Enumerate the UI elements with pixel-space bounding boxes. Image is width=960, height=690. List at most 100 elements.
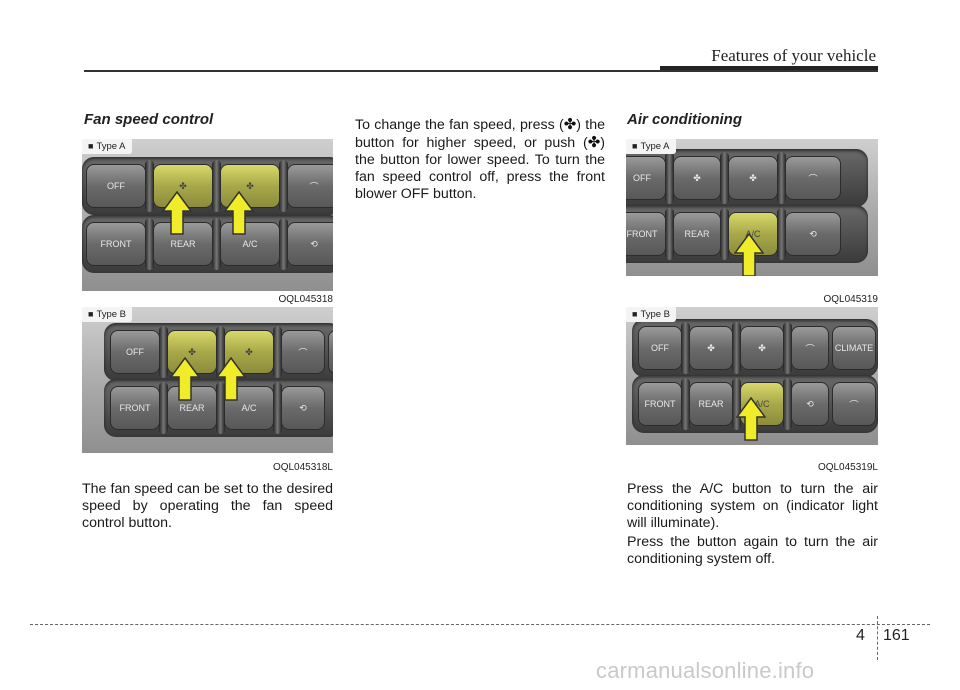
fan-icon: ✤ — [758, 342, 766, 353]
button-separator — [777, 208, 786, 260]
button-separator — [720, 208, 729, 260]
defrost-icon-button: ⌒ — [287, 164, 333, 208]
control-row-bottom: FRONT REAR A/C ⟲ — [82, 215, 333, 273]
fan-low-button: ✤ — [689, 326, 733, 370]
type-b-label: Type B — [96, 309, 127, 320]
type-b-tag: ■Type B — [626, 307, 677, 322]
up-arrow-icon — [224, 191, 254, 235]
fan-icon: ✤ — [563, 116, 577, 133]
figure-code: OQL045319 — [823, 294, 879, 305]
climate-button: CLIMATE — [328, 330, 333, 374]
recirc-button: ⟲ — [281, 386, 325, 430]
watermark: carmanualsonline.info — [596, 658, 815, 683]
fan-speed-instructions: To change the fan speed, press (✤) the b… — [355, 116, 605, 203]
vent-mode-icon: ⌒ — [298, 347, 308, 358]
button-separator — [279, 218, 288, 270]
control-row-top: OFF ✤ ✤ ⌒ CLIMATE — [632, 319, 878, 377]
front-defrost-button: FRONT — [110, 386, 160, 430]
button-separator — [212, 160, 221, 212]
header-rule — [84, 70, 878, 72]
recirc-button: ⟲ — [791, 382, 829, 426]
air-conditioning-title: Air conditioning — [627, 111, 742, 128]
fan-high-button: ✤ — [740, 326, 784, 370]
button-separator — [216, 382, 225, 434]
instruction-part-1: To change the fan speed, press ( — [355, 117, 564, 133]
control-row-top: OFF ✤ ✤ ⌒ CLIMATE — [104, 323, 333, 381]
recirc-button: ⟲ — [785, 212, 841, 256]
rear-defrost-label: REAR — [170, 239, 196, 249]
button-separator — [732, 322, 741, 374]
fan-low-button: ✤ — [673, 156, 721, 200]
defrost-icon-button: ⌒ — [785, 156, 841, 200]
fan-high-button: ✤ — [728, 156, 778, 200]
fan-icon: ✤ — [179, 180, 187, 191]
fan-figure-type-b: OFF ✤ ✤ ⌒ CLIMATE FRONT REAR A/C ⟲ ■Type… — [82, 307, 333, 453]
button-separator — [777, 152, 786, 204]
ac-button: A/C — [220, 222, 280, 266]
climate-label: CLIMATE — [834, 343, 874, 353]
figure-code: OQL045318 — [278, 294, 334, 305]
control-row-top: OFF ✤ ✤ ⌒ — [626, 149, 868, 207]
vent-mode-icon: ⌒ — [849, 399, 859, 410]
front-defrost-label: FRONT — [626, 229, 658, 239]
up-arrow-icon — [216, 357, 246, 401]
up-arrow-icon — [162, 191, 192, 235]
figure-code: OQL045318L — [272, 462, 333, 473]
button-separator — [145, 160, 154, 212]
rear-defrost-label: REAR — [698, 399, 724, 409]
fan-speed-title: Fan speed control — [84, 111, 214, 128]
fan-high-button: ✤ — [220, 164, 280, 208]
ac-figure-type-a: OFF ✤ ✤ ⌒ FRONT REAR A/C ⟲ ■Type A — [626, 139, 878, 276]
vent-mode-icon: ⌒ — [309, 181, 319, 192]
figure-code: OQL045319L — [817, 462, 878, 473]
running-header-title: Features of your vehicle — [711, 46, 876, 65]
header-rule-thick — [660, 66, 878, 72]
control-row-top: OFF ✤ ✤ ⌒ — [82, 157, 333, 215]
rear-defrost-label: REAR — [179, 403, 205, 413]
button-separator — [665, 152, 674, 204]
front-defrost-button: FRONT — [638, 382, 682, 426]
button-separator — [159, 382, 168, 434]
fan-icon: ✤ — [188, 346, 196, 357]
type-a-tag: ■Type A — [82, 139, 132, 154]
recirculation-icon: ⟲ — [809, 228, 817, 239]
rear-defrost-button: REAR — [673, 212, 721, 256]
button-separator — [681, 322, 690, 374]
chapter-number: 4 — [856, 627, 865, 644]
instruction-part-3: ) the button for lower speed. To turn th… — [355, 135, 605, 202]
button-separator — [720, 152, 729, 204]
ac-body-1: Press the A/C button to turn the air con… — [627, 481, 878, 531]
front-defrost-button: FRONT — [626, 212, 666, 256]
up-arrow-icon — [734, 233, 764, 276]
type-b-tag: ■Type B — [82, 307, 133, 322]
type-a-label: Type A — [640, 141, 670, 152]
button-separator — [273, 382, 282, 434]
button-separator — [681, 378, 690, 430]
button-separator — [783, 322, 792, 374]
rear-defrost-label: REAR — [684, 229, 710, 239]
defrost-icon-button: ⌒ — [281, 330, 325, 374]
fan-icon: ✤ — [587, 134, 601, 151]
front-defrost-button: FRONT — [86, 222, 146, 266]
off-button: OFF — [638, 326, 682, 370]
type-b-label: Type B — [640, 309, 671, 320]
footer-divider — [877, 616, 878, 660]
up-arrow-icon — [170, 357, 200, 401]
up-arrow-icon — [736, 397, 766, 441]
page-number: 161 — [883, 627, 910, 644]
fan-icon: ✤ — [749, 172, 757, 183]
instruction-part-2: ) the button for higher speed, or push ( — [355, 117, 606, 151]
rear-defrost-button: REAR — [689, 382, 733, 426]
button-separator — [145, 218, 154, 270]
off-button: OFF — [626, 156, 666, 200]
recirculation-icon: ⟲ — [806, 398, 814, 409]
button-separator — [732, 378, 741, 430]
defrost-icon-button: ⌒ — [791, 326, 829, 370]
front-defrost-label: FRONT — [644, 399, 676, 409]
recirc-button: ⟲ — [287, 222, 333, 266]
fan-icon: ✤ — [707, 342, 715, 353]
button-separator — [216, 326, 225, 378]
ac-body-2: Press the button again to turn the air c… — [627, 534, 878, 567]
button-separator — [212, 218, 221, 270]
type-a-tag: ■Type A — [626, 139, 676, 154]
